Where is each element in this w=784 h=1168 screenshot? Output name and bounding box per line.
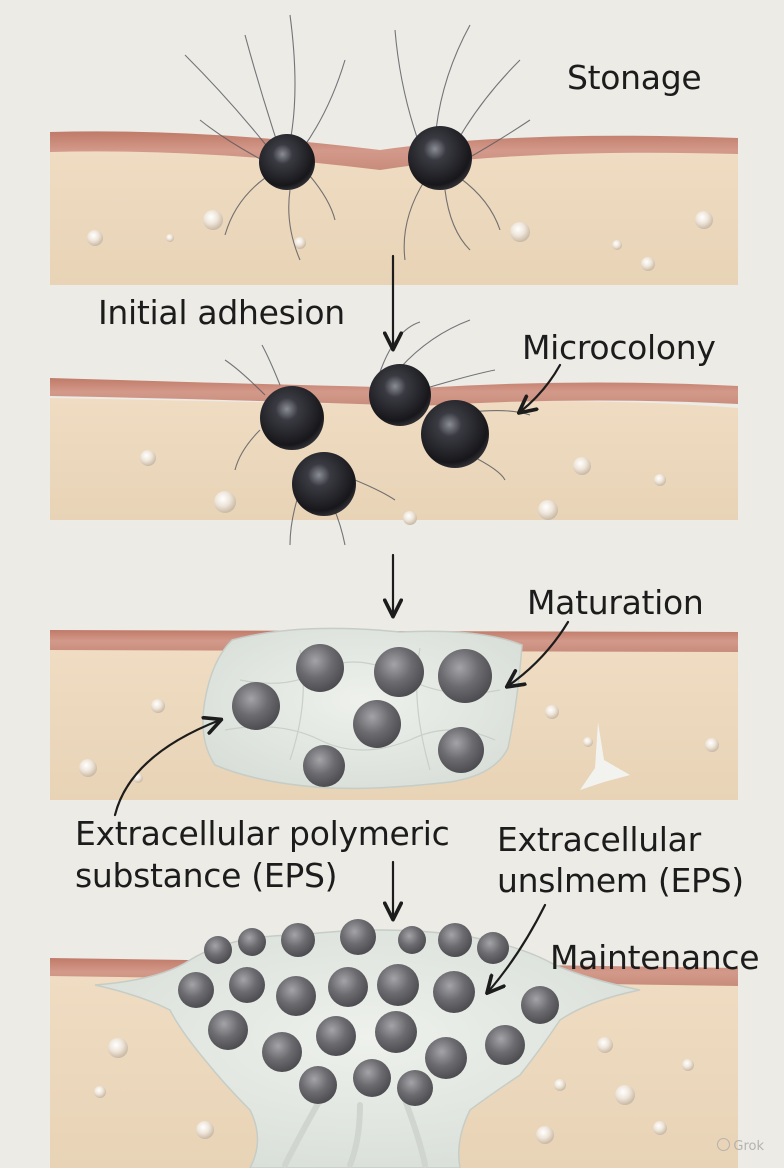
eps-right-arrow — [488, 903, 547, 992]
tissue-particles — [94, 1037, 694, 1144]
panel-stage-3 — [50, 627, 738, 800]
panel-stage-1 — [50, 14, 738, 285]
bacteria-cluster — [178, 919, 559, 1106]
eps-right-label-line2: unslmem (EPS) — [497, 861, 744, 900]
bacterium — [438, 649, 492, 703]
panel-stage-2 — [50, 319, 738, 546]
bacterium — [421, 400, 489, 468]
eps-fragment — [580, 722, 630, 790]
microcolony-arrow — [520, 363, 562, 412]
tissue-particles — [140, 450, 666, 525]
bacterium — [353, 700, 401, 748]
bacterium — [303, 745, 345, 787]
tissue-layer — [50, 398, 738, 520]
bacterium — [232, 682, 280, 730]
surface-band — [50, 131, 738, 170]
bacterium — [296, 644, 344, 692]
bacterium — [374, 647, 424, 697]
watermark-text: Grok — [733, 1139, 764, 1154]
eps-left-arrow — [113, 720, 220, 817]
stage-label-microcolony: Microcolony — [522, 328, 716, 367]
eps-left-label-line1: Extracellular polymeric — [75, 814, 450, 853]
stage-label-stonage: Stonage — [567, 58, 702, 97]
grok-logo-icon — [717, 1138, 731, 1151]
bacterium — [408, 126, 472, 190]
watermark: Grok — [717, 1138, 764, 1154]
tissue-particles — [87, 210, 713, 271]
stage-label-initial-adhesion: Initial adhesion — [98, 293, 345, 332]
maturation-arrow — [508, 620, 570, 686]
arrows — [113, 254, 570, 992]
bacterium — [438, 727, 484, 773]
bacterium — [259, 134, 315, 190]
eps-left-label-line2: substance (EPS) — [75, 856, 338, 895]
bacterium — [260, 386, 324, 450]
eps-right-label-line1: Extracellular — [497, 820, 701, 859]
stage-label-maintenance: Maintenance — [550, 938, 760, 977]
stage-label-maturation: Maturation — [527, 583, 704, 622]
bacterium — [292, 452, 356, 516]
tissue-layer — [50, 149, 738, 285]
bacterium — [369, 364, 431, 426]
eps-strands — [282, 1097, 428, 1168]
